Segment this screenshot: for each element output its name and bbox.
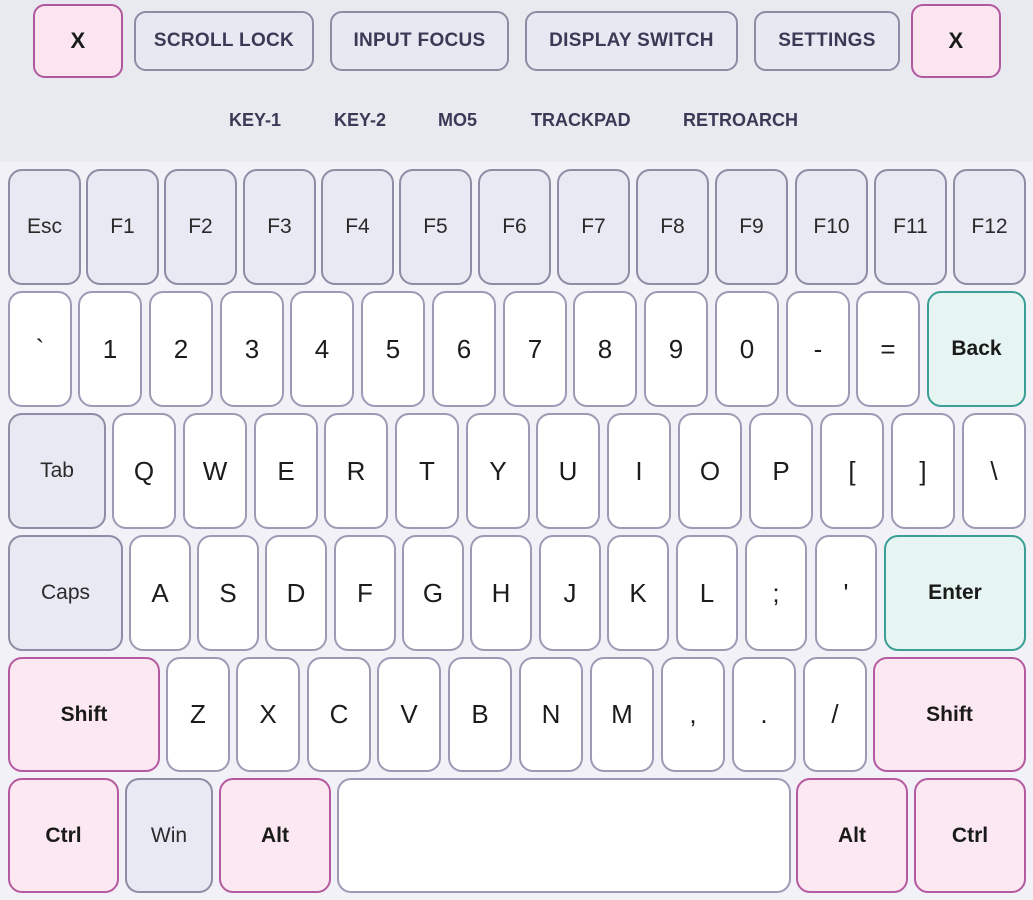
key-s[interactable]: S xyxy=(197,535,259,651)
display-switch-button[interactable]: DISPLAY SWITCH xyxy=(525,11,738,71)
key-f2[interactable]: F2 xyxy=(164,169,237,285)
key-space[interactable] xyxy=(337,778,791,893)
key-left-bracket[interactable]: [ xyxy=(820,413,884,529)
key-y[interactable]: Y xyxy=(466,413,530,529)
key-comma[interactable]: , xyxy=(661,657,725,772)
key-w[interactable]: W xyxy=(183,413,247,529)
key-f11[interactable]: F11 xyxy=(874,169,947,285)
key-0[interactable]: 0 xyxy=(715,291,779,407)
key-f9[interactable]: F9 xyxy=(715,169,788,285)
key-v[interactable]: V xyxy=(377,657,441,772)
key-7[interactable]: 7 xyxy=(503,291,567,407)
key-c[interactable]: C xyxy=(307,657,371,772)
key-slash[interactable]: / xyxy=(803,657,867,772)
close-icon: X xyxy=(70,28,86,53)
key-z[interactable]: Z xyxy=(166,657,230,772)
tab-trackpad[interactable]: TRACKPAD xyxy=(531,110,631,130)
key-minus[interactable]: - xyxy=(786,291,850,407)
key-backslash[interactable]: \ xyxy=(962,413,1026,529)
key-f12[interactable]: F12 xyxy=(953,169,1026,285)
key-5[interactable]: 5 xyxy=(361,291,425,407)
tab-key-2[interactable]: KEY-2 xyxy=(334,110,387,130)
close-right-button[interactable]: X xyxy=(911,4,1001,78)
key-enter[interactable]: Enter xyxy=(884,535,1026,651)
key-f[interactable]: F xyxy=(334,535,396,651)
tab-mo5[interactable]: MO5 xyxy=(438,110,478,130)
key-l[interactable]: L xyxy=(676,535,738,651)
key-equals[interactable]: = xyxy=(856,291,920,407)
key-n[interactable]: N xyxy=(519,657,583,772)
key-period[interactable]: . xyxy=(732,657,796,772)
key-f7[interactable]: F7 xyxy=(557,169,630,285)
key-p[interactable]: P xyxy=(749,413,813,529)
scroll-lock-button[interactable]: SCROLL LOCK xyxy=(134,11,314,71)
key-f3[interactable]: F3 xyxy=(243,169,316,285)
key-k[interactable]: K xyxy=(607,535,669,651)
key-h[interactable]: H xyxy=(470,535,532,651)
close-left-button[interactable]: X xyxy=(33,4,123,78)
key-right-bracket[interactable]: ] xyxy=(891,413,955,529)
tab-retroarch[interactable]: RETROARCH xyxy=(683,110,798,130)
key-alt-right[interactable]: Alt xyxy=(796,778,908,893)
key-i[interactable]: I xyxy=(607,413,671,529)
key-d[interactable]: D xyxy=(265,535,327,651)
key-g[interactable]: G xyxy=(402,535,464,651)
key-quote[interactable]: ' xyxy=(815,535,877,651)
key-shift-left[interactable]: Shift xyxy=(8,657,160,772)
key-o[interactable]: O xyxy=(678,413,742,529)
key-r[interactable]: R xyxy=(324,413,388,529)
key-f10[interactable]: F10 xyxy=(795,169,868,285)
key-t[interactable]: T xyxy=(395,413,459,529)
key-9[interactable]: 9 xyxy=(644,291,708,407)
close-icon: X xyxy=(948,28,964,53)
key-alt-left[interactable]: Alt xyxy=(219,778,331,893)
key-e[interactable]: E xyxy=(254,413,318,529)
key-u[interactable]: U xyxy=(536,413,600,529)
key-j[interactable]: J xyxy=(539,535,601,651)
key-f6[interactable]: F6 xyxy=(478,169,551,285)
key-win[interactable]: Win xyxy=(125,778,213,893)
key-ctrl-right[interactable]: Ctrl xyxy=(914,778,1026,893)
keyboard-toolbar: X SCROLL LOCK INPUT FOCUS DISPLAY SWITCH… xyxy=(0,0,1033,162)
settings-button[interactable]: SETTINGS xyxy=(754,11,900,71)
key-ctrl-left[interactable]: Ctrl xyxy=(8,778,119,893)
key-semicolon[interactable]: ; xyxy=(745,535,807,651)
key-f4[interactable]: F4 xyxy=(321,169,394,285)
key-m[interactable]: M xyxy=(590,657,654,772)
key-caps-lock[interactable]: Caps xyxy=(8,535,123,651)
key-f5[interactable]: F5 xyxy=(399,169,472,285)
key-1[interactable]: 1 xyxy=(78,291,142,407)
key-4[interactable]: 4 xyxy=(290,291,354,407)
key-b[interactable]: B xyxy=(448,657,512,772)
key-x[interactable]: X xyxy=(236,657,300,772)
tab-key-1[interactable]: KEY-1 xyxy=(229,110,282,130)
key-backspace[interactable]: Back xyxy=(927,291,1026,407)
key-a[interactable]: A xyxy=(129,535,191,651)
key-tab[interactable]: Tab xyxy=(8,413,106,529)
key-3[interactable]: 3 xyxy=(220,291,284,407)
key-8[interactable]: 8 xyxy=(573,291,637,407)
key-q[interactable]: Q xyxy=(112,413,176,529)
key-backtick[interactable]: ` xyxy=(8,291,72,407)
key-2[interactable]: 2 xyxy=(149,291,213,407)
key-6[interactable]: 6 xyxy=(432,291,496,407)
key-esc[interactable]: Esc xyxy=(8,169,81,285)
input-focus-button[interactable]: INPUT FOCUS xyxy=(330,11,509,71)
key-f8[interactable]: F8 xyxy=(636,169,709,285)
key-f1[interactable]: F1 xyxy=(86,169,159,285)
key-shift-right[interactable]: Shift xyxy=(873,657,1026,772)
